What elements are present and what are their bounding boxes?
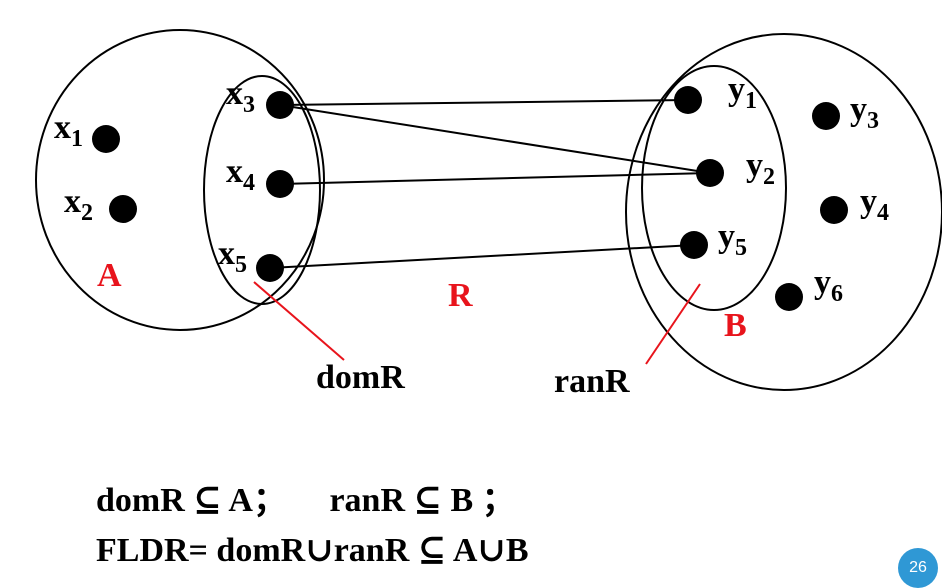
point-x1 <box>92 125 120 153</box>
label-set-b: B <box>724 307 747 344</box>
label-y4: y4 <box>860 183 889 226</box>
point-y2 <box>696 159 724 187</box>
label-x5: x5 <box>218 235 247 278</box>
domr-ellipse <box>203 75 321 305</box>
point-x5 <box>256 254 284 282</box>
point-y4 <box>820 196 848 224</box>
label-relation-r: R <box>448 277 473 314</box>
formula-field: FLDR= domR∪ranR ⊆ A∪B <box>96 532 529 569</box>
page-number-badge: 26 <box>898 548 938 588</box>
formula-domain-range-subset: domR ⊆ A； ranR ⊆ B ； <box>96 482 516 519</box>
label-y1: y1 <box>728 71 757 114</box>
label-ranr: ranR <box>554 363 630 400</box>
point-x4 <box>266 170 294 198</box>
label-x1: x1 <box>54 109 83 152</box>
label-y5: y5 <box>718 218 747 261</box>
relation-line-x4-y2 <box>279 172 711 185</box>
point-x2 <box>109 195 137 223</box>
label-y2: y2 <box>746 147 775 190</box>
domr-pointer-line <box>253 281 345 361</box>
ranr-pointer-line <box>645 283 701 365</box>
label-x4: x4 <box>226 153 255 196</box>
relation-line-x3-y1 <box>279 99 689 106</box>
point-y6 <box>775 283 803 311</box>
label-y3: y3 <box>850 91 879 134</box>
point-x3 <box>266 91 294 119</box>
label-set-a: A <box>97 257 122 294</box>
relation-line-x5-y5 <box>269 244 695 269</box>
label-y6: y6 <box>814 264 843 307</box>
set-a-ellipse <box>35 29 325 331</box>
point-y1 <box>674 86 702 114</box>
set-b-ellipse <box>625 33 942 391</box>
ranr-ellipse <box>641 65 787 311</box>
label-domr: domR <box>316 359 405 396</box>
relation-diagram: x1 x2 x3 x4 x5 y1 y2 y3 y4 y5 y6 A B R d… <box>35 29 942 400</box>
relation-line-x3-y2 <box>279 104 711 174</box>
label-x3: x3 <box>226 75 255 118</box>
label-x2: x2 <box>64 183 93 226</box>
point-y5 <box>680 231 708 259</box>
point-y3 <box>812 102 840 130</box>
